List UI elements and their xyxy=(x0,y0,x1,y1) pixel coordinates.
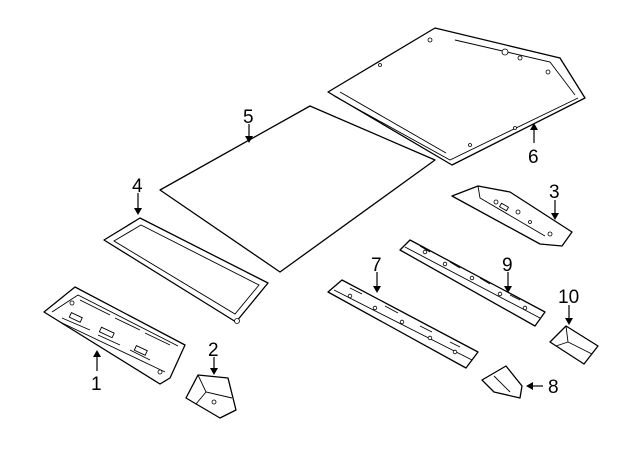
callout-5[interactable]: 5 xyxy=(243,107,254,128)
part-6-reinforcement[interactable] xyxy=(327,27,586,166)
part-9-roof-bow[interactable] xyxy=(399,239,546,327)
callout-8[interactable]: 8 xyxy=(548,377,559,398)
part-7-roof-bow[interactable] xyxy=(327,279,479,369)
part-3-bracket[interactable] xyxy=(451,185,573,247)
callout-labels: 1 2 3 4 5 6 7 8 9 10 xyxy=(91,107,579,398)
callout-7[interactable]: 7 xyxy=(371,255,382,276)
part-2-bracket[interactable] xyxy=(185,374,237,419)
callout-2[interactable]: 2 xyxy=(208,340,219,361)
callout-9[interactable]: 9 xyxy=(502,255,513,276)
leader-lines xyxy=(93,123,573,390)
callout-3[interactable]: 3 xyxy=(549,182,560,203)
part-10-bracket[interactable] xyxy=(549,325,599,365)
callout-4[interactable]: 4 xyxy=(132,176,143,197)
callout-6[interactable]: 6 xyxy=(528,147,539,168)
callout-10[interactable]: 10 xyxy=(558,287,579,308)
part-4-windshield-header[interactable] xyxy=(103,217,269,324)
callout-1[interactable]: 1 xyxy=(91,374,102,395)
part-1-cowl-panel[interactable] xyxy=(43,286,186,385)
part-8-bracket[interactable] xyxy=(481,365,523,399)
